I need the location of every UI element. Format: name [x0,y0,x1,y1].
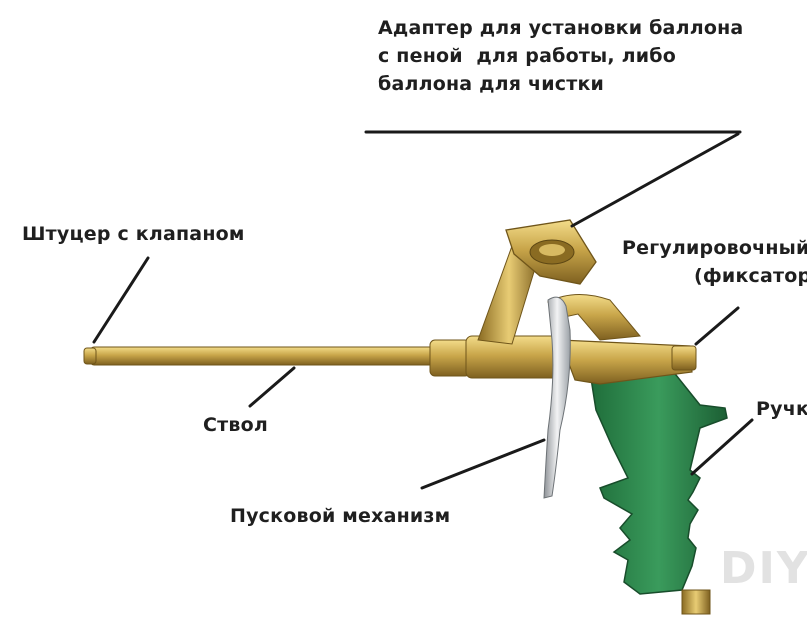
regulator-label-line2: (фиксатор) [694,265,807,287]
adapter-leader [570,132,740,228]
nozzle-label: Штуцер с клапаном [22,223,245,245]
barrel-leader [248,366,296,408]
handle-grip [589,369,728,615]
adapter-assembly [477,219,597,345]
regulator-label: Регулировочный винт (фиксатор) [622,234,807,290]
adapter-label-line2: с пеной для работы, либо [378,45,677,67]
trigger-label: Пусковой механизм [230,505,451,527]
adapter-label-line1: Адаптер для установки баллона [378,17,744,39]
handle-leader [690,418,754,476]
trigger-leader [420,438,546,490]
barrel-tube [83,335,567,379]
nozzle-leader [92,256,150,344]
adapter-label: Адаптер для установки баллона с пеной дл… [378,14,743,98]
trigger-lever [543,296,571,499]
regulator-label-line1: Регулировочный винт [622,237,807,259]
watermark: DIY [720,543,807,594]
handle-label: Ручка [756,398,807,420]
gun-body [559,339,697,385]
regulator-leader [694,306,740,346]
adapter-label-line3: баллона для чистки [378,73,605,95]
leader-lines [92,130,754,490]
barrel-label: Ствол [203,414,268,436]
